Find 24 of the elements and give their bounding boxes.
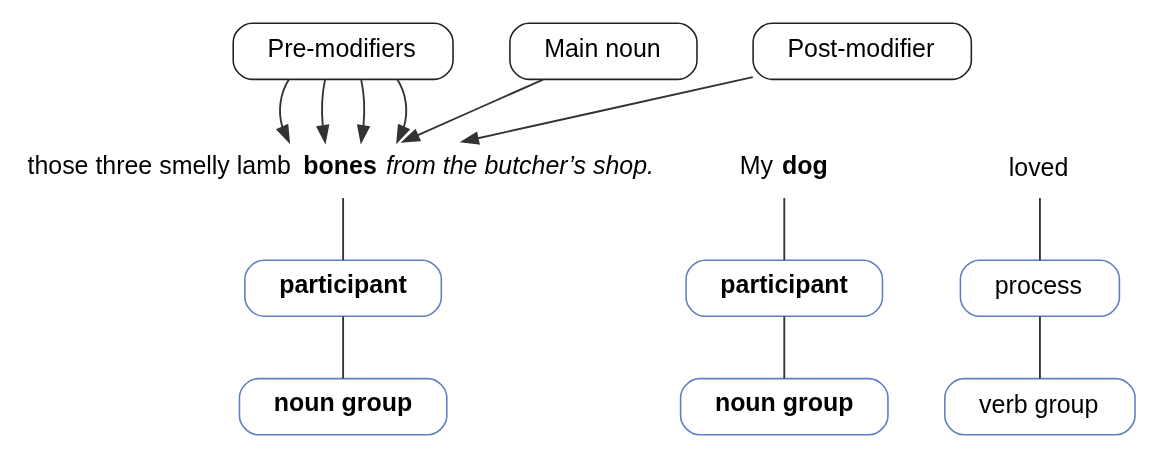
connector: [342, 196, 345, 261]
node-box: noun group: [238, 377, 448, 436]
arrow: [459, 75, 754, 145]
node-text: those three smelly lamb bones from the butcher’s shop.: [27, 150, 654, 179]
node-box: participant: [244, 258, 443, 317]
node-box: Post-modifier: [752, 21, 973, 80]
node-box: noun group: [679, 377, 889, 436]
arrow: [356, 78, 371, 144]
arrow: [316, 78, 330, 144]
arrow: [400, 78, 544, 143]
node-box: process: [959, 258, 1121, 317]
arrow: [275, 78, 291, 144]
node-box: verb group: [944, 377, 1136, 436]
node-box: Pre-modifiers: [232, 21, 454, 80]
node-box: participant: [685, 258, 884, 317]
connector: [1039, 315, 1041, 379]
connector: [342, 315, 345, 379]
node-box: Main noun: [509, 21, 698, 80]
node-text: loved: [1008, 152, 1069, 181]
connector: [783, 196, 786, 261]
connector: [1039, 196, 1041, 261]
node-text: My dog: [739, 150, 828, 179]
arrow: [396, 78, 411, 144]
connector: [783, 315, 786, 379]
